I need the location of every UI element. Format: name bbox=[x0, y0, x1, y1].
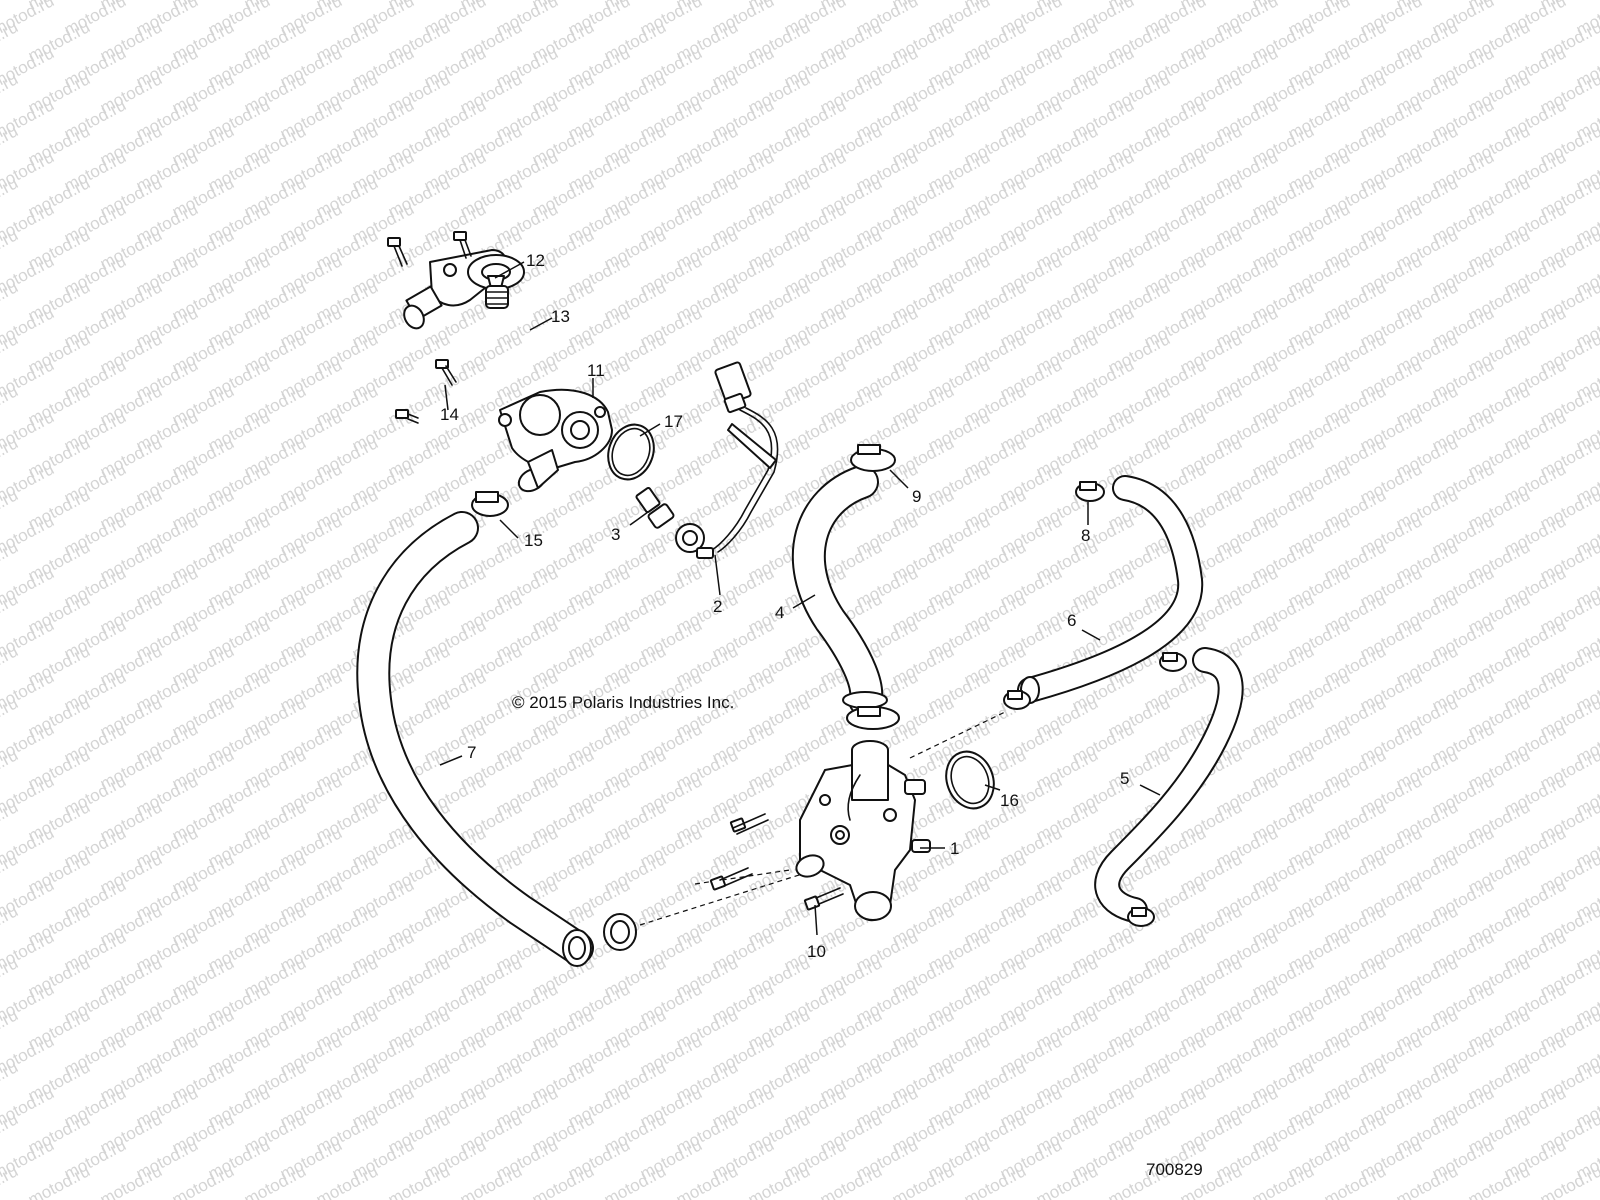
clamp-9 bbox=[850, 444, 896, 472]
callout-17: 17 bbox=[664, 412, 683, 431]
watermark-text: motod.ru bbox=[1249, 1161, 1317, 1200]
watermark-text: motod.ru bbox=[1321, 1161, 1389, 1200]
clamp-6-end bbox=[1003, 690, 1031, 710]
callout-11: 11 bbox=[587, 361, 605, 380]
callout-9: 9 bbox=[912, 487, 921, 506]
watermark-text: motod.ru bbox=[745, 1161, 813, 1200]
clamp-5-top bbox=[1159, 652, 1187, 672]
callout-4: 4 bbox=[775, 603, 784, 622]
watermark-text: motod.ru bbox=[385, 1161, 453, 1200]
callout-5: 5 bbox=[1120, 769, 1129, 788]
watermark-text: motod.ru bbox=[1033, 1161, 1101, 1200]
copyright-notice: © 2015 Polaris Industries Inc. bbox=[512, 693, 734, 712]
clamp-7-bottom bbox=[603, 913, 637, 951]
watermark-text: motod.ru bbox=[1537, 1161, 1600, 1200]
watermark-text: motod.ru bbox=[457, 1161, 525, 1200]
watermark-text: motod.ru bbox=[169, 1161, 237, 1200]
watermark-text: motod.ru bbox=[97, 1161, 165, 1200]
hose-7 bbox=[356, 511, 594, 967]
callout-12: 12 bbox=[526, 251, 545, 270]
callout-6: 6 bbox=[1067, 611, 1076, 630]
callout-8: 8 bbox=[1081, 526, 1090, 545]
clamp-4-bottom bbox=[846, 706, 900, 730]
watermark-text: motod.ru bbox=[817, 1161, 885, 1200]
watermark-text: motod.ru bbox=[601, 1161, 669, 1200]
callout-1: 1 bbox=[950, 839, 959, 858]
watermark-text: motod.ru bbox=[961, 1161, 1029, 1200]
callout-10: 10 bbox=[807, 942, 826, 961]
callout-13: 13 bbox=[551, 307, 570, 326]
watermark-text: motod.ru bbox=[889, 1161, 957, 1200]
callout-14: 14 bbox=[440, 405, 459, 424]
watermark-text: motod.ru bbox=[1393, 1161, 1461, 1200]
watermark-text: motod.ru bbox=[25, 1161, 93, 1200]
callout-2: 2 bbox=[713, 597, 722, 616]
callout-15: 15 bbox=[524, 531, 543, 550]
watermark-text: motod.ru bbox=[673, 1161, 741, 1200]
diagram-number: 700829 bbox=[1146, 1160, 1203, 1179]
clamp-8 bbox=[1075, 481, 1105, 502]
watermark-text: motod.ru bbox=[313, 1161, 381, 1200]
callout-16: 16 bbox=[1000, 791, 1019, 810]
watermark-text: motod.ru bbox=[1465, 1161, 1533, 1200]
watermark-text: motod.ru bbox=[529, 1161, 597, 1200]
clamp-5-bottom bbox=[1127, 907, 1155, 927]
callout-7: 7 bbox=[467, 743, 476, 762]
watermark-text: motod.ru bbox=[241, 1161, 309, 1200]
callout-3: 3 bbox=[611, 525, 620, 544]
